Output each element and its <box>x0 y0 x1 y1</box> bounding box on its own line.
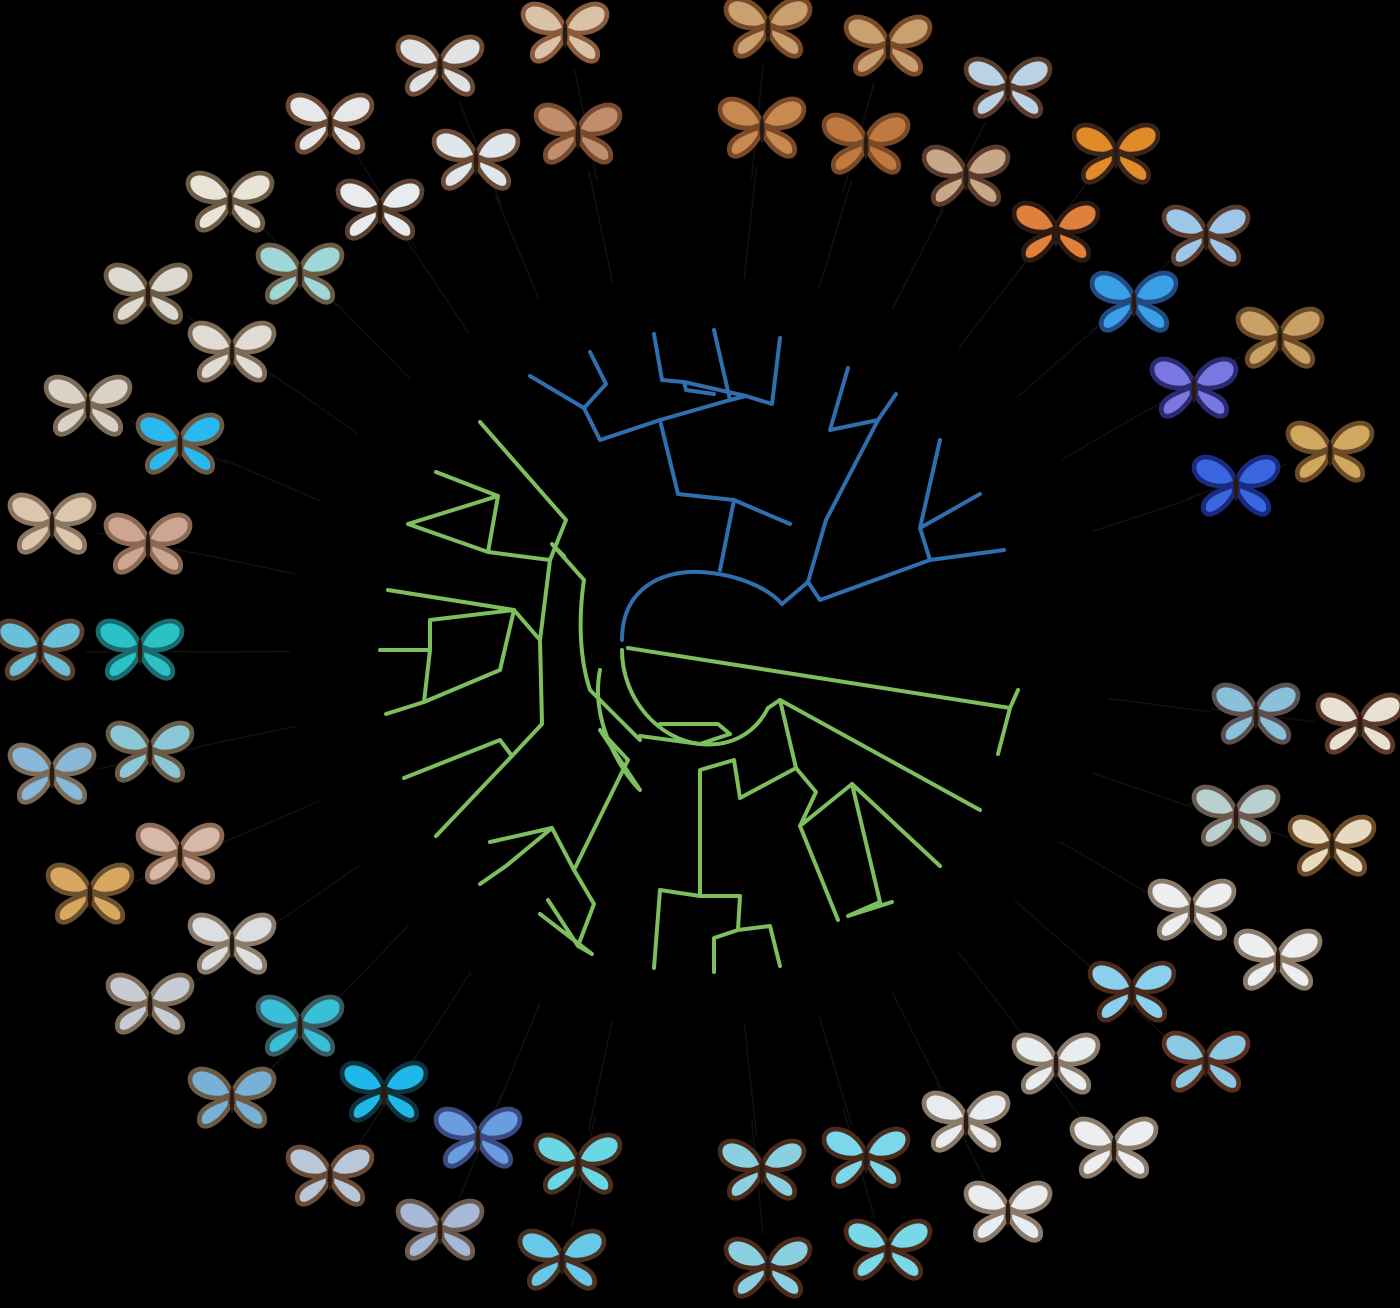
leader-lines <box>85 65 1315 1235</box>
butterfly-specimen <box>720 99 804 156</box>
butterfly-specimen <box>824 1129 908 1186</box>
leader-line <box>406 240 470 334</box>
butterfly-specimen <box>1290 817 1374 874</box>
butterfly-specimen <box>1288 423 1372 480</box>
butterfly-specimen <box>720 1141 804 1198</box>
leader-line <box>1060 406 1154 461</box>
butterfly-specimen <box>966 59 1050 116</box>
leader-line <box>1106 697 1211 713</box>
butterfly-specimen <box>436 1109 520 1166</box>
butterfly-specimen <box>1072 1119 1156 1176</box>
butterfly-specimen <box>726 0 810 56</box>
butterfly-specimen <box>520 1231 604 1288</box>
leader-line <box>743 165 758 280</box>
butterfly-specimen <box>138 825 222 882</box>
butterfly-specimen <box>824 115 908 172</box>
butterfly-specimen <box>966 1183 1050 1240</box>
clade-green <box>378 420 1020 974</box>
butterfly-specimen <box>924 147 1008 204</box>
butterfly-specimen <box>258 245 342 302</box>
butterfly-specimen <box>108 723 192 780</box>
leader-line <box>1016 325 1099 399</box>
leader-line <box>587 170 614 283</box>
butterfly-specimen <box>108 975 192 1032</box>
butterfly-specimen <box>1238 309 1322 366</box>
butterfly-specimen <box>338 181 422 238</box>
butterfly-specimen <box>398 37 482 94</box>
leader-line <box>494 194 540 299</box>
butterfly-specimen <box>924 1093 1008 1150</box>
leader-line <box>195 725 298 749</box>
butterfly-specimen <box>10 745 94 802</box>
butterfly-specimen <box>1152 359 1236 416</box>
butterfly-specimen <box>138 415 222 472</box>
butterfly-specimen <box>190 1069 274 1126</box>
butterfly-specimen <box>1074 125 1158 182</box>
butterfly-specimen <box>342 1063 426 1120</box>
leader-line <box>410 971 472 1066</box>
butterfly-specimen <box>846 1221 930 1278</box>
butterfly-specimen <box>536 1135 620 1192</box>
butterfly-specimen <box>1090 963 1174 1020</box>
butterfly-specimen <box>106 265 190 322</box>
leader-line <box>1014 899 1097 973</box>
clade-blue <box>528 328 1006 642</box>
butterfly-specimen <box>726 1239 810 1296</box>
butterfly-specimen <box>106 515 190 572</box>
butterfly-specimen <box>1014 1035 1098 1092</box>
butterfly-specimen <box>1194 457 1278 514</box>
butterfly-specimen <box>1164 1033 1248 1090</box>
leader-line <box>891 992 945 1093</box>
butterfly-specimen <box>48 865 132 922</box>
leader-line <box>270 372 360 435</box>
butterfly-specimen <box>98 621 182 678</box>
leader-line <box>743 1022 758 1137</box>
leader-line <box>193 551 296 575</box>
leader-line <box>891 209 945 310</box>
butterfly-specimen <box>1164 207 1248 264</box>
butterfly-specimen <box>190 915 274 972</box>
butterfly-specimen <box>398 1201 482 1258</box>
butterfly-specimen <box>1318 695 1400 752</box>
leader-line <box>1092 772 1193 808</box>
butterfly-specimen <box>1194 787 1278 844</box>
butterfly-specimen <box>846 17 930 74</box>
butterfly-specimen <box>190 323 274 380</box>
leader-line <box>222 800 320 844</box>
butterfly-specimen <box>0 621 82 678</box>
leader-line <box>957 260 1027 349</box>
butterfly-specimen <box>536 105 620 162</box>
butterfly-specimen <box>288 1147 372 1204</box>
leader-line <box>222 458 320 502</box>
leader-line <box>270 865 360 928</box>
leader-line <box>587 1019 614 1132</box>
leader-line <box>1092 497 1193 533</box>
butterfly-specimen <box>1014 203 1098 260</box>
leader-line <box>332 924 410 1004</box>
leader-line <box>957 951 1027 1040</box>
butterfly-specimen <box>1236 931 1320 988</box>
leader-line <box>1059 840 1152 896</box>
butterfly-specimen <box>258 997 342 1054</box>
butterfly-specimen <box>1150 881 1234 938</box>
leader-line <box>496 1003 541 1108</box>
butterfly-specimen <box>523 4 607 61</box>
leader-line <box>333 300 411 379</box>
butterfly-specimen <box>46 377 130 434</box>
butterfly-specimen <box>188 173 272 230</box>
butterfly-specimen <box>434 131 518 188</box>
butterfly-specimen <box>288 95 372 152</box>
butterfly-specimen <box>1092 273 1176 330</box>
butterfly-specimen <box>10 495 94 552</box>
butterfly-specimen <box>1214 685 1298 742</box>
leader-line <box>818 179 853 289</box>
leader-line <box>818 1017 853 1126</box>
